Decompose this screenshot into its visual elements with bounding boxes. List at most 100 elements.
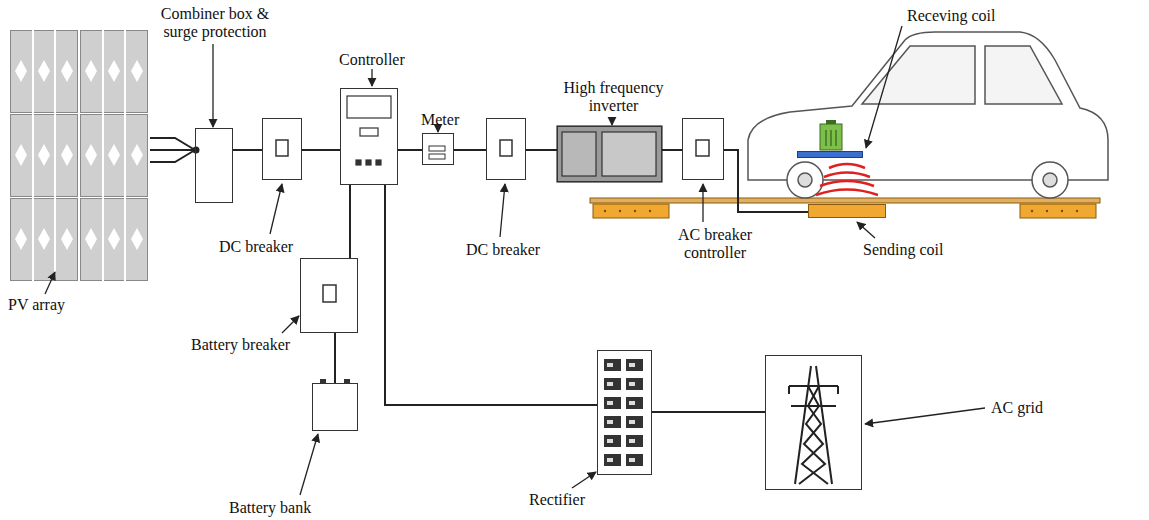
controller-art — [376, 160, 381, 165]
inverter-art — [562, 132, 596, 176]
battery-breaker: Battery breaker — [300, 258, 358, 333]
car-outline — [1043, 173, 1057, 187]
pv-array-art — [81, 198, 148, 281]
tower-art — [802, 386, 828, 484]
meter-art — [429, 146, 445, 151]
leader-arrows — [371, 69, 372, 86]
pv-array-art — [11, 30, 148, 281]
inverter-box: High frequency inverter — [557, 126, 662, 182]
road — [1020, 204, 1096, 218]
wire-connector — [349, 185, 351, 258]
pv-array-art — [11, 114, 78, 197]
car-outline — [862, 46, 975, 104]
pad-dots — [619, 210, 621, 212]
component-label: PV array — [8, 296, 65, 314]
leader-arrows — [572, 472, 596, 488]
leader-arrows — [611, 117, 612, 125]
pv-array-art — [81, 114, 148, 197]
component-label: Meter — [421, 111, 459, 129]
ac-grid: AC grid — [765, 355, 862, 490]
pv-array-art — [81, 30, 148, 113]
pad-dots — [1076, 210, 1078, 212]
road — [593, 204, 669, 218]
wire-connector — [233, 149, 262, 151]
wireless-waves — [816, 190, 878, 196]
dc-breaker: DC breaker — [262, 118, 302, 180]
wireless-waves — [820, 181, 874, 186]
tower-art — [816, 366, 832, 484]
pv-wires — [150, 138, 199, 162]
pv-array: PV array — [10, 30, 150, 281]
component-label: Battery breaker — [191, 336, 290, 354]
leader-arrows — [857, 222, 875, 238]
inverter-art — [557, 126, 662, 182]
controller-art — [347, 96, 391, 118]
leader-arrows — [212, 44, 213, 127]
wireless-waves — [829, 164, 865, 168]
car-battery — [836, 130, 837, 146]
wire-connector — [150, 149, 195, 151]
pad-dots — [649, 210, 651, 212]
car-battery — [826, 120, 836, 124]
component-label: Battery bank — [229, 499, 311, 517]
wireless-waves — [816, 164, 878, 195]
car-outline — [798, 173, 812, 187]
controller-art — [360, 128, 378, 136]
pv-wires — [150, 138, 195, 150]
component-label: Receving coil — [905, 7, 997, 25]
pv-array-art — [11, 198, 78, 281]
pv-array-art — [11, 30, 78, 113]
controller-box: Controller — [340, 88, 398, 185]
car-battery — [831, 130, 832, 146]
car-outline — [1032, 162, 1068, 198]
wire-connector — [334, 333, 336, 383]
car-battery — [826, 130, 827, 146]
component-label: Controller — [339, 51, 405, 69]
leader-arrows — [702, 184, 703, 222]
leader-arrows — [270, 184, 282, 234]
inverter-art — [557, 126, 662, 182]
tower-art — [795, 366, 811, 484]
meter-art — [429, 146, 445, 159]
component-label: High frequency inverter — [551, 79, 676, 116]
leader-arrows — [866, 26, 902, 148]
car-battery — [820, 124, 842, 150]
wire-connector — [385, 185, 597, 405]
component-label: DC breaker — [219, 238, 293, 256]
car-outline — [787, 162, 823, 198]
car-outline — [748, 32, 1108, 180]
breaker-switches — [323, 285, 336, 302]
wire-connector — [724, 150, 808, 212]
pad-dots — [634, 210, 636, 212]
controller-art — [366, 160, 371, 165]
component-label: Rectifier — [529, 491, 585, 509]
pv-wires — [150, 150, 195, 162]
receiving-coil: Receving coil — [797, 151, 863, 158]
tower-art — [789, 385, 838, 387]
pad-dots — [1061, 210, 1063, 212]
component-label: AC breaker controller — [669, 226, 761, 263]
tower-art — [788, 386, 790, 394]
breaker-switches — [500, 140, 512, 156]
battery-bank: Battery bank — [312, 383, 358, 431]
leader-arrows — [865, 408, 985, 424]
car-outline — [985, 46, 1062, 104]
tower-art — [799, 386, 825, 484]
tower-art — [791, 405, 836, 407]
pad-dots — [604, 210, 606, 212]
tower-art — [789, 366, 838, 484]
leader-arrows — [300, 434, 318, 495]
wire-connector — [398, 149, 422, 151]
breaker-switches — [276, 140, 288, 156]
wire-connector — [652, 411, 765, 413]
car-outline — [748, 32, 1108, 198]
wire-connector — [662, 149, 682, 151]
controller-art — [356, 160, 361, 165]
wireless-waves — [824, 173, 870, 178]
controller-art — [347, 96, 391, 165]
rectifier-breakers — [602, 356, 647, 470]
leader-arrows — [45, 272, 55, 294]
